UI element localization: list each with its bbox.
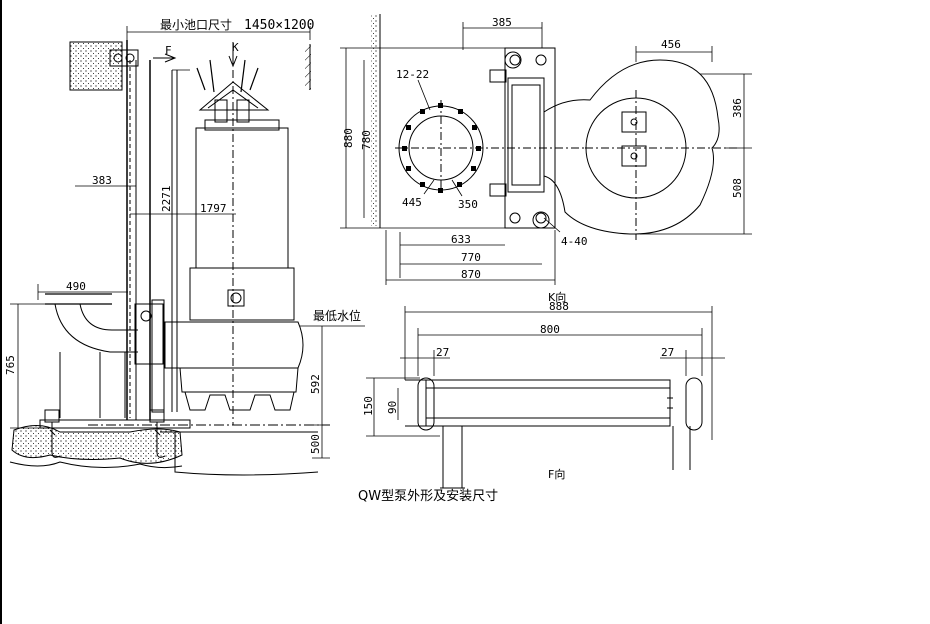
dim-800: 800 — [540, 323, 560, 336]
dim-765: 765 — [4, 355, 17, 375]
dim-150: 150 — [362, 396, 375, 416]
view-k-marker: K — [232, 41, 239, 54]
f-view-label: F向 — [548, 467, 565, 481]
dim-633: 633 — [451, 233, 471, 246]
dim-490: 490 — [66, 280, 86, 293]
k-view-labels: 385 456 880 780 386 508 12-22 445 350 63… — [342, 16, 744, 304]
f-view-frame — [425, 379, 671, 427]
k-view-dimensions — [340, 22, 752, 285]
dim-350: 350 — [458, 198, 478, 211]
pool-opening-label: 最小池口尺寸 — [160, 18, 232, 32]
side-view — [9, 40, 330, 476]
view-f-marker: F — [165, 44, 172, 57]
f-view-labels: 888 800 27 27 150 90 F向 — [362, 300, 674, 481]
drawing-caption: QW型泵外形及安装尺寸 — [358, 489, 498, 504]
dim-1797: 1797 — [200, 202, 227, 215]
dim-592: 592 — [309, 374, 322, 394]
dim-780: 780 — [360, 130, 373, 150]
volute — [164, 321, 304, 369]
dim-27-right: 27 — [661, 346, 674, 359]
dim-2271: 2271 — [160, 186, 173, 213]
k-view-label: K向 — [548, 290, 566, 304]
flange-bolt-holes — [402, 103, 481, 193]
dim-770: 770 — [461, 251, 481, 264]
pool-opening-size: 1450×1200 — [244, 18, 314, 33]
holes-4-40: 4-40 — [561, 235, 588, 248]
volute-outline — [543, 59, 720, 235]
dim-385: 385 — [492, 16, 512, 29]
dim-456: 456 — [661, 38, 681, 51]
dim-383: 383 — [92, 174, 112, 187]
dim-90: 90 — [386, 401, 399, 414]
dim-445: 445 — [402, 196, 422, 209]
f-view-dimensions — [366, 306, 725, 440]
holes-12-22: 12-22 — [396, 68, 429, 81]
min-water-level-label: 最低水位 — [313, 308, 361, 323]
side-view-dimensions — [10, 26, 365, 459]
dim-870: 870 — [461, 268, 481, 281]
slot-left — [417, 377, 435, 431]
side-view-labels: 最小池口尺寸 1450×1200 F K 383 2271 1797 490 7… — [4, 18, 361, 454]
dim-508: 508 — [731, 178, 744, 198]
dim-880: 880 — [342, 128, 355, 148]
f-view — [405, 377, 703, 489]
k-view — [371, 14, 740, 240]
dim-888: 888 — [549, 300, 569, 313]
slot-right — [685, 377, 703, 431]
left-edge-line — [0, 0, 2, 624]
dim-500: 500 — [309, 434, 322, 454]
motor-housing — [195, 127, 289, 269]
dim-386: 386 — [731, 98, 744, 118]
dim-27-left: 27 — [436, 346, 449, 359]
